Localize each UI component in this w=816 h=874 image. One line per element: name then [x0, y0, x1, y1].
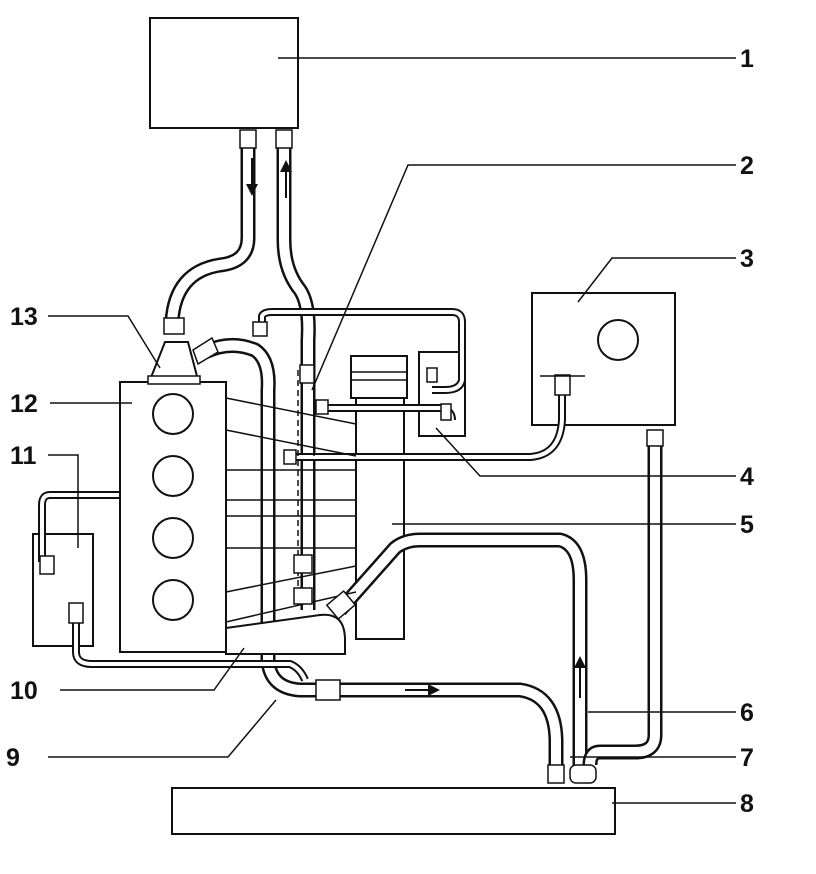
cylinder-3 [152, 517, 194, 559]
component-coolant-outlet [148, 341, 200, 381]
callout-9: 9 [6, 744, 20, 772]
component-expansion-tank [531, 292, 676, 426]
callout-13: 13 [10, 303, 38, 331]
hose-expansion-tank-lower [582, 430, 663, 766]
callout-2: 2 [740, 152, 754, 180]
hose-expansion-tank-upper [290, 395, 566, 461]
callout-labels: 1 2 3 4 5 6 7 8 9 10 11 12 13 [6, 45, 754, 818]
component-pipe-head [350, 355, 408, 399]
component-heater-core [149, 17, 299, 129]
callout-12: 12 [10, 390, 38, 418]
leader-lines [48, 57, 736, 804]
cylinder-4 [152, 579, 194, 621]
callout-4: 4 [740, 463, 754, 491]
callout-8: 8 [740, 790, 754, 818]
callout-3: 3 [740, 245, 754, 273]
hose-heater-supply [164, 138, 256, 323]
component-coolant-pump [225, 613, 346, 655]
cylinder-1 [152, 393, 194, 435]
callout-6: 6 [740, 699, 754, 727]
callout-5: 5 [740, 511, 754, 539]
callout-7: 7 [740, 744, 754, 772]
component-radiator [171, 787, 616, 835]
flow-arrows [246, 158, 586, 698]
hose-heater-return [276, 138, 316, 610]
cylinder-2 [152, 455, 194, 497]
expansion-tank-cap [597, 319, 639, 361]
hose-reservoir [38, 491, 309, 682]
callout-10: 10 [10, 677, 38, 705]
hose-radiator-return [334, 532, 588, 770]
callout-1: 1 [740, 45, 754, 73]
callout-11: 11 [10, 442, 37, 470]
component-coolant-pipe [355, 384, 405, 640]
hose-clamps [39, 129, 664, 784]
